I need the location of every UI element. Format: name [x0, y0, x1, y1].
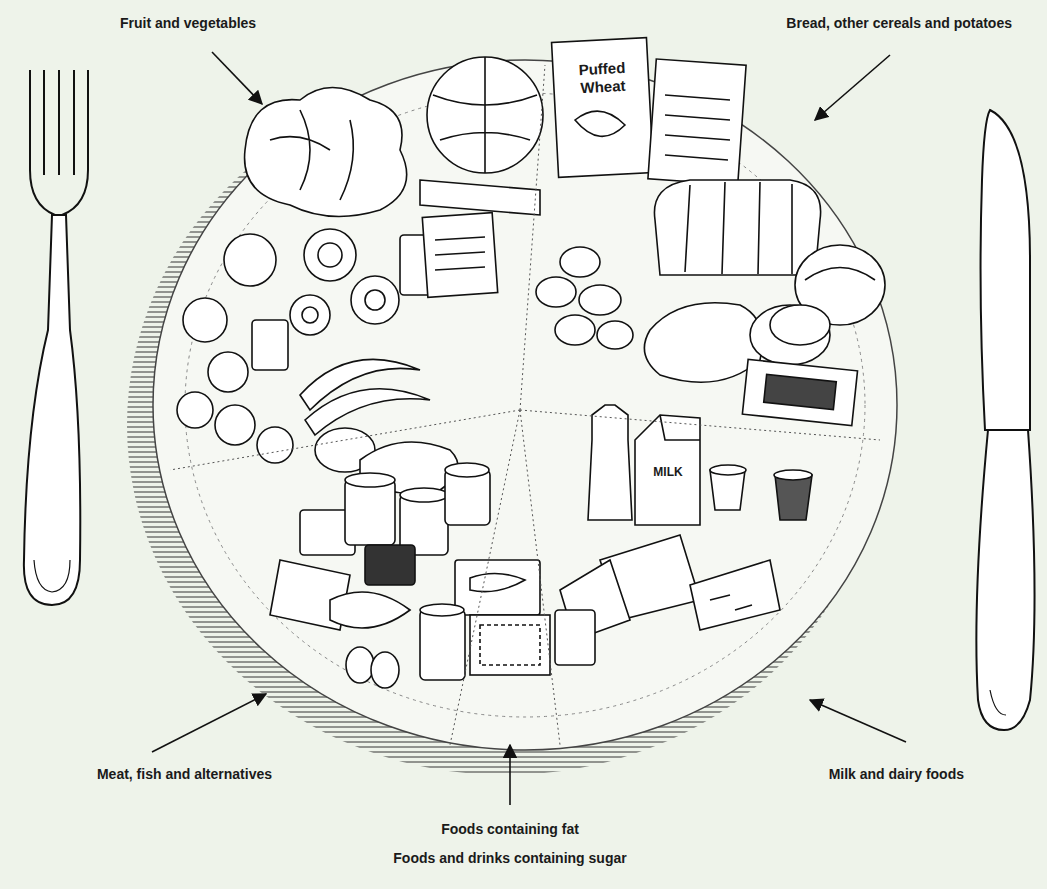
fruit-vegetables [177, 57, 543, 472]
fat-sugar [420, 560, 595, 680]
plate [153, 60, 897, 750]
knife [976, 110, 1034, 730]
package-text: Puffed Wheat [559, 58, 646, 98]
section-divider [170, 65, 880, 745]
group-label: Fruit and vegetables [120, 15, 340, 32]
bread-cereals-potatoes [536, 38, 885, 426]
package-text: MILK [637, 465, 699, 479]
milk-dairy [560, 405, 812, 640]
fork [24, 70, 88, 605]
group-label: Foods containing fat [340, 821, 680, 838]
group-label: Meat, fish and alternatives [20, 766, 272, 783]
leader-arrow [152, 52, 906, 805]
group-label: Milk and dairy foods [770, 766, 964, 783]
group-label: Foods and drinks containing sugar [340, 850, 680, 867]
group-label: Bread, other cereals and potatoes [690, 15, 1012, 32]
